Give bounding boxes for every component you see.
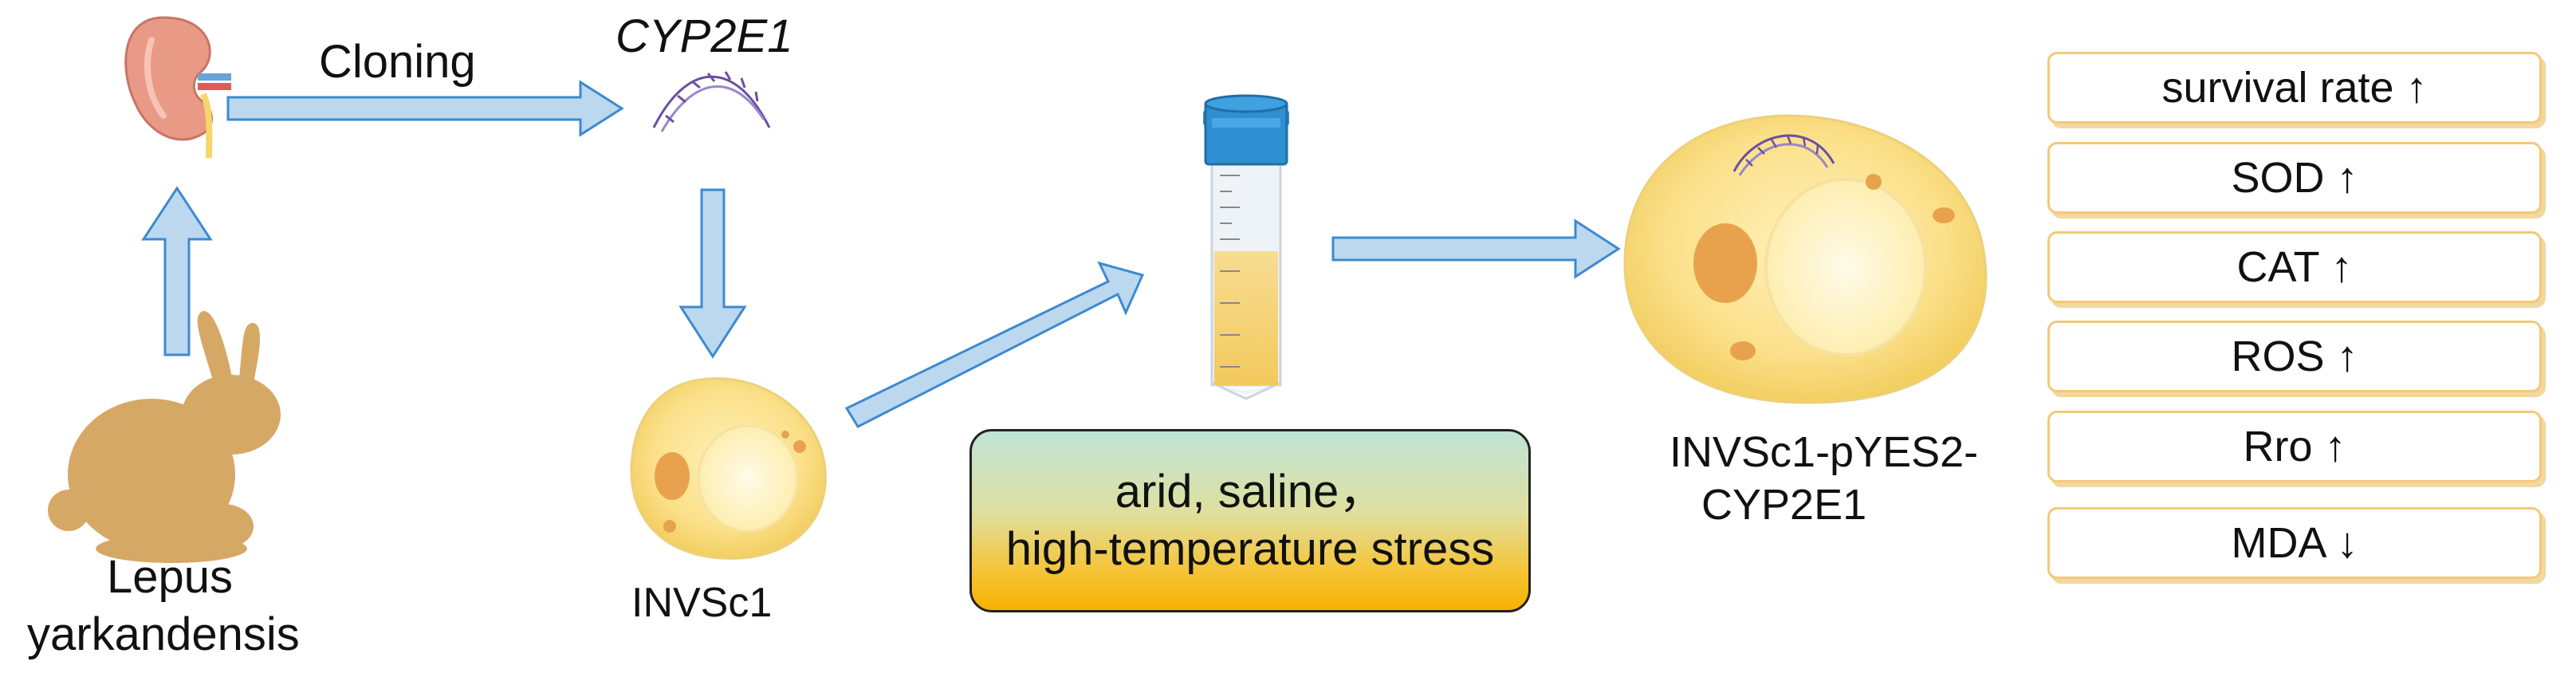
result-ros: ROS ↑	[2047, 321, 2542, 392]
result-cat: CAT ↑	[2047, 231, 2542, 303]
transformed-label-line2: CYP2E1	[1701, 481, 1867, 529]
result-mda: MDA ↓	[2047, 507, 2542, 579]
result-survival-rate: survival rate ↑	[2047, 52, 2542, 124]
host-cell-label: INVSc1	[631, 580, 773, 626]
arrow-up	[141, 186, 213, 356]
transformed-label-line1: INVSc1-pYES2-	[1669, 428, 1979, 476]
result-sod: SOD ↑	[2047, 142, 2542, 214]
arrow-right	[1331, 218, 1621, 279]
gene-label: CYP2E1	[615, 10, 793, 62]
yeast-cell-small	[630, 377, 827, 560]
source-label-line2: yarkandensis	[27, 608, 300, 660]
stress-line1: arid, saline，	[1115, 465, 1386, 518]
kidney-icon	[124, 16, 231, 159]
arrow-cloning	[226, 80, 624, 137]
arrow-down	[678, 188, 747, 359]
yeast-cell-large	[1623, 114, 1988, 404]
stress-line2: high-temperature stress	[1005, 523, 1495, 575]
cloning-label: Cloning	[319, 36, 476, 88]
test-tube-icon	[1203, 94, 1289, 400]
rabbit-icon	[48, 310, 281, 563]
dna-icon	[652, 71, 771, 132]
arrow-diagonal	[844, 261, 1145, 428]
stress-conditions-box: arid, saline， high-temperature stress	[969, 429, 1531, 612]
result-rro: Rro ↑	[2047, 411, 2542, 482]
source-label-line1: Lepus	[107, 551, 234, 603]
